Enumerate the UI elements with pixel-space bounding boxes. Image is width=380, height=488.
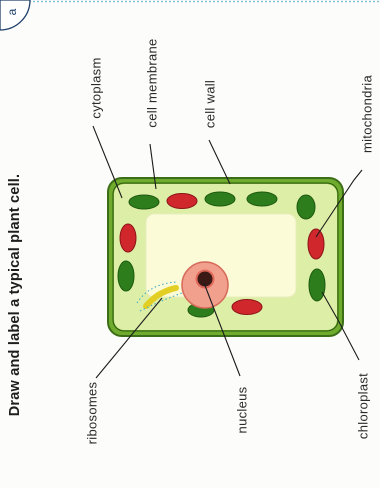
badge-label: a	[5, 8, 19, 15]
instruction-title: Draw and label a typical plant cell.	[7, 174, 23, 417]
plant-cell	[108, 178, 343, 336]
label-cytoplasm: cytoplasm	[89, 57, 104, 118]
mitochondrion-4	[232, 300, 262, 315]
label-cell-wall: cell wall	[203, 80, 218, 128]
chloroplast-3	[247, 192, 277, 206]
mitochondrion-1	[167, 194, 197, 209]
mitochondrion-2	[120, 224, 136, 252]
chloroplast-4	[297, 195, 315, 219]
label-nucleus: nucleus	[235, 386, 250, 433]
mitochondrion-3	[308, 229, 324, 259]
label-chloroplast: chloroplast	[356, 373, 371, 439]
label-cell-membrane: cell membrane	[145, 38, 160, 127]
label-mitochondria: mitochondria	[360, 75, 375, 153]
chloroplast-6	[118, 261, 134, 291]
chloroplast-2	[205, 192, 235, 206]
chloroplast-1	[129, 195, 159, 209]
cytoplasm-leader	[93, 126, 122, 198]
chloroplast-5	[309, 269, 325, 301]
label-ribosomes: ribosomes	[85, 381, 100, 444]
question-badge: a	[0, 0, 30, 30]
